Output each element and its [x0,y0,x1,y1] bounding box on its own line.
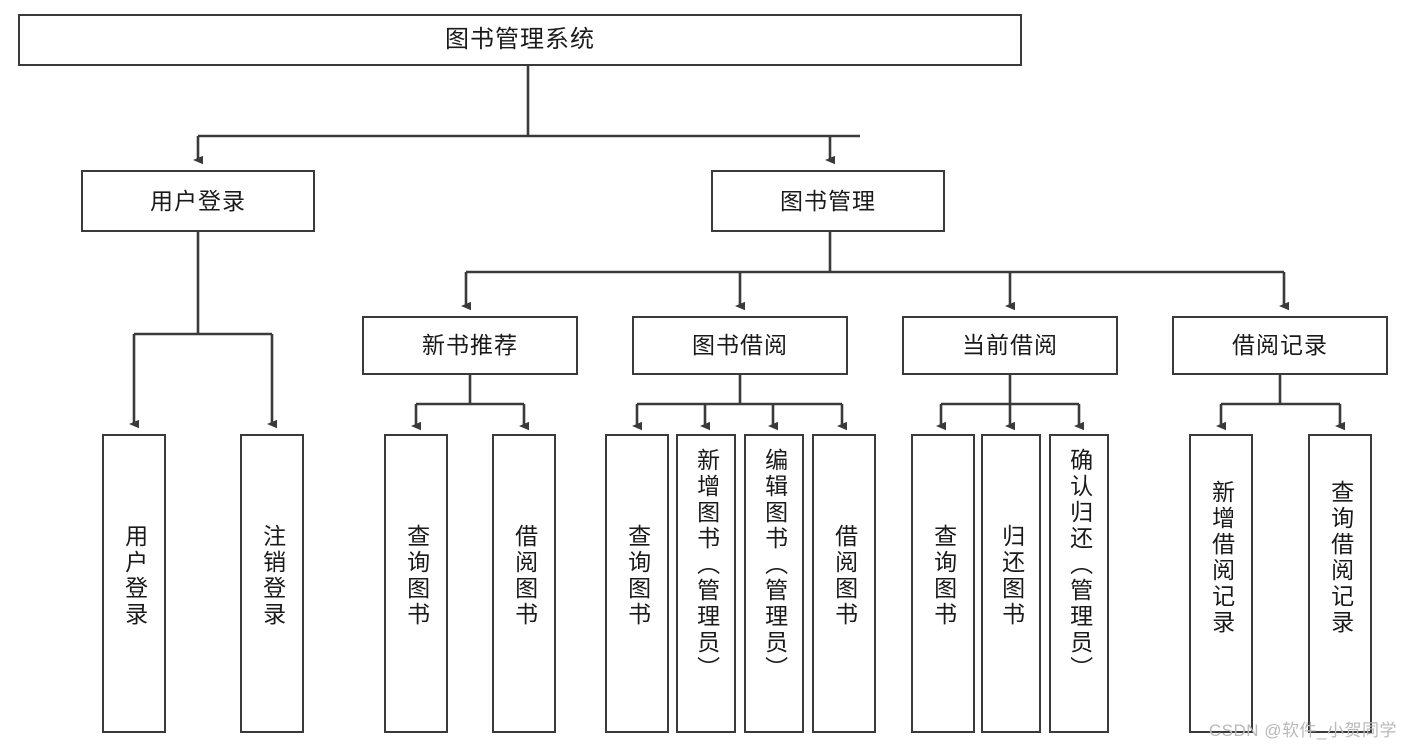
node-leaf-query-book-rec-label: 查询图书 [403,524,430,628]
node-borrow-record-label: 借阅记录 [1232,332,1328,359]
node-leaf-return-book[interactable]: 归还图书 [981,434,1041,733]
node-root-system-label: 图书管理系统 [445,26,595,54]
node-leaf-borrow-book-borrow[interactable]: 借阅图书 [812,434,876,733]
node-current-borrow[interactable]: 当前借阅 [902,316,1118,375]
node-leaf-logout-login-label: 注销登录 [259,524,286,628]
csdn-watermark: CSDN @软件_小贺同学 [1208,721,1397,740]
node-user-login-label: 用户登录 [150,187,246,214]
node-leaf-query-book-borrow[interactable]: 查询图书 [605,434,669,733]
node-book-manage[interactable]: 图书管理 [711,170,945,232]
node-leaf-edit-book-admin-label: 编辑图书（管理员） [761,448,788,682]
node-leaf-borrow-book-rec[interactable]: 借阅图书 [492,434,556,733]
node-leaf-borrow-book-rec-label: 借阅图书 [511,524,538,628]
node-leaf-query-book-borrow-label: 查询图书 [624,524,651,628]
node-current-borrow-label: 当前借阅 [962,332,1058,359]
node-book-borrow-label: 图书借阅 [692,332,788,359]
node-book-manage-label: 图书管理 [780,187,876,214]
node-leaf-edit-book-admin[interactable]: 编辑图书（管理员） [744,434,804,733]
node-leaf-query-borrow-record-label: 查询借阅记录 [1327,480,1354,636]
node-leaf-confirm-return-admin[interactable]: 确认归还（管理员） [1049,434,1109,733]
node-leaf-confirm-return-admin-label: 确认归还（管理员） [1066,448,1093,682]
node-leaf-return-book-label: 归还图书 [998,524,1025,628]
node-borrow-record[interactable]: 借阅记录 [1172,316,1388,375]
node-leaf-add-borrow-record-label: 新增借阅记录 [1208,480,1235,636]
node-leaf-query-book-current[interactable]: 查询图书 [911,434,975,733]
node-leaf-add-borrow-record[interactable]: 新增借阅记录 [1189,434,1253,733]
node-root-system[interactable]: 图书管理系统 [18,14,1022,66]
node-leaf-user-login-label: 用户登录 [121,524,148,628]
node-user-login[interactable]: 用户登录 [81,170,315,232]
node-leaf-query-book-current-label: 查询图书 [930,524,957,628]
node-leaf-add-book-admin-label: 新增图书（管理员） [693,448,720,682]
node-leaf-add-book-admin[interactable]: 新增图书（管理员） [676,434,736,733]
node-book-borrow[interactable]: 图书借阅 [632,316,848,375]
node-leaf-logout-login[interactable]: 注销登录 [240,434,304,733]
node-new-book-recommend-label: 新书推荐 [422,332,518,359]
node-leaf-borrow-book-borrow-label: 借阅图书 [831,524,858,628]
node-leaf-query-borrow-record[interactable]: 查询借阅记录 [1308,434,1372,733]
node-leaf-user-login[interactable]: 用户登录 [102,434,166,733]
node-leaf-query-book-rec[interactable]: 查询图书 [384,434,448,733]
node-new-book-recommend[interactable]: 新书推荐 [362,316,578,375]
